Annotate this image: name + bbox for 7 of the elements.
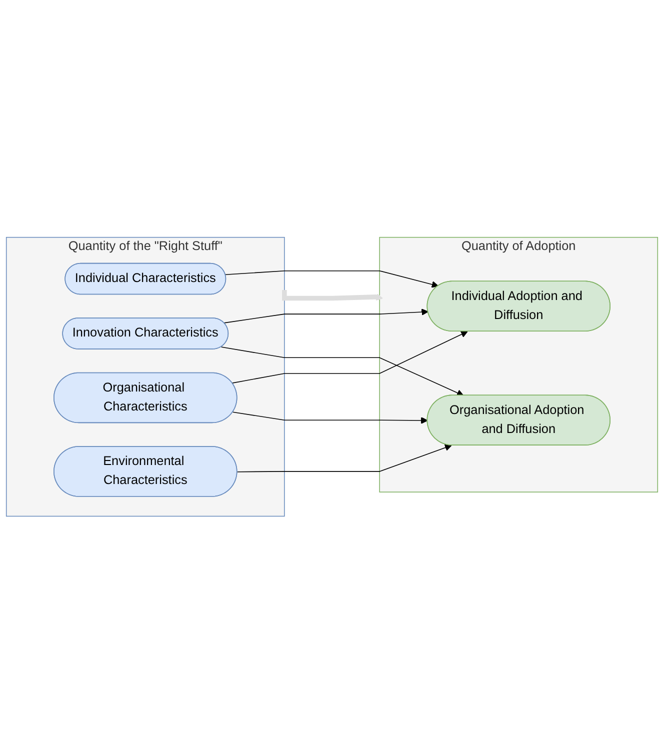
arrow [232,412,428,424]
arrow [232,331,468,384]
arrow [220,346,464,396]
arrow [282,290,383,301]
arrow [225,270,439,288]
arrow [236,444,452,472]
arrow [224,308,428,324]
